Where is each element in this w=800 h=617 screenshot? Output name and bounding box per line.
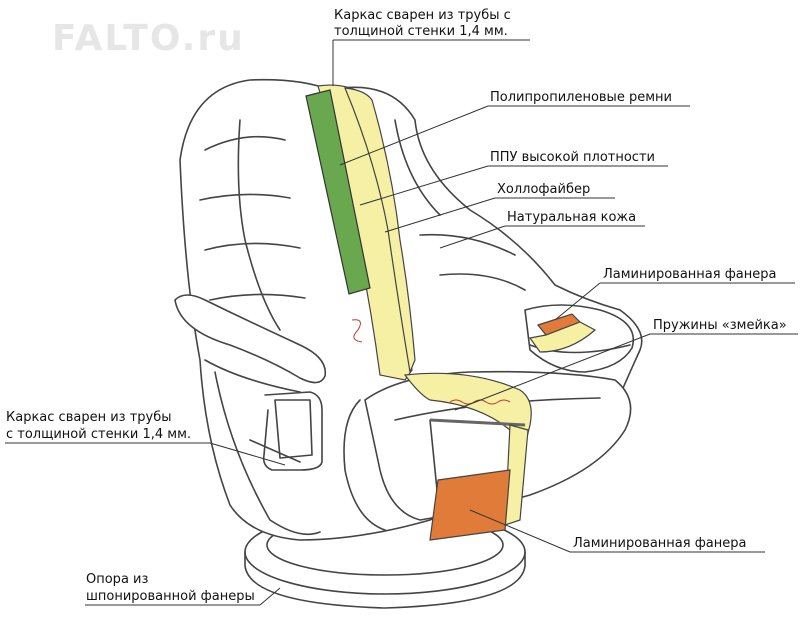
cutaway-seat <box>403 372 532 541</box>
label-springs: Пружины «змейка» <box>653 318 787 333</box>
left-armrest <box>174 294 327 384</box>
label-leather: Натуральная кожа <box>507 210 637 225</box>
arm-plywood <box>528 313 597 353</box>
cutaway-back <box>305 84 416 381</box>
leader-lines <box>5 39 798 606</box>
label-straps: Полипропиленовые ремни <box>490 90 672 105</box>
seat-plywood <box>429 469 511 541</box>
label-hollofiber: Холлофайбер <box>497 182 591 197</box>
label-plywood-arm: Ламинированная фанера <box>603 267 777 282</box>
polypropylene-straps <box>305 89 371 295</box>
label-frame-top-line2: толщиной стенки 1,4 мм. <box>334 24 508 39</box>
label-base-line1: Опора из <box>86 572 149 587</box>
hollofiber-layer <box>344 87 416 375</box>
label-base-line2: шпонированной фанеры <box>86 589 255 604</box>
seat-cushion <box>364 370 632 521</box>
label-frame-left-line2: с толщиной стенки 1,4 мм. <box>6 427 192 442</box>
label-frame-left-line1: Каркас сварен из трубы <box>6 410 172 425</box>
label-foam: ППУ высокой плотности <box>490 150 655 165</box>
left-frame-tube <box>262 391 323 471</box>
label-plywood-seat: Ламинированная фанера <box>573 536 747 551</box>
watermark-logo: FALTO.ru <box>52 18 245 59</box>
springs-rail <box>429 418 526 427</box>
label-frame-top-line1: Каркас сварен из трубы с <box>334 8 511 23</box>
